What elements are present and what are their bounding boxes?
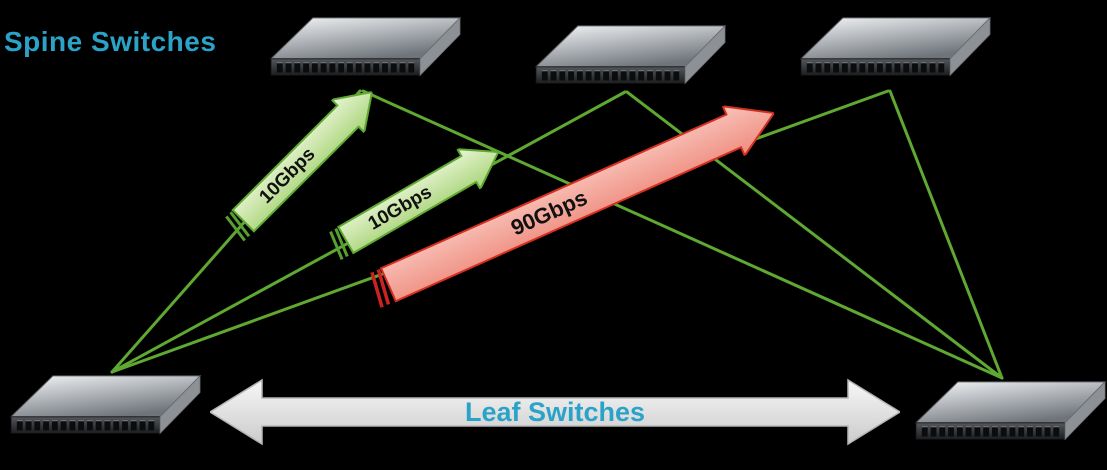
- leaf-span-arrow: Leaf Switches: [208, 377, 902, 447]
- spine-switch-2: [533, 22, 728, 98]
- bandwidth-arrow-10g-2: 10Gbps: [321, 129, 515, 268]
- leaf-switch-left: [8, 372, 203, 448]
- leaf-switches-label: Leaf Switches: [464, 396, 646, 427]
- spine-switch-3: [798, 14, 993, 90]
- leaf-switch-right: [913, 378, 1107, 454]
- spine-switches-label: Spine Switches: [4, 26, 217, 57]
- bandwidth-arrow-90g: 90Gbps: [361, 88, 785, 316]
- bandwidth-arrow-10g-1: 10Gbps: [216, 76, 389, 249]
- spine-switch-1: [268, 14, 463, 90]
